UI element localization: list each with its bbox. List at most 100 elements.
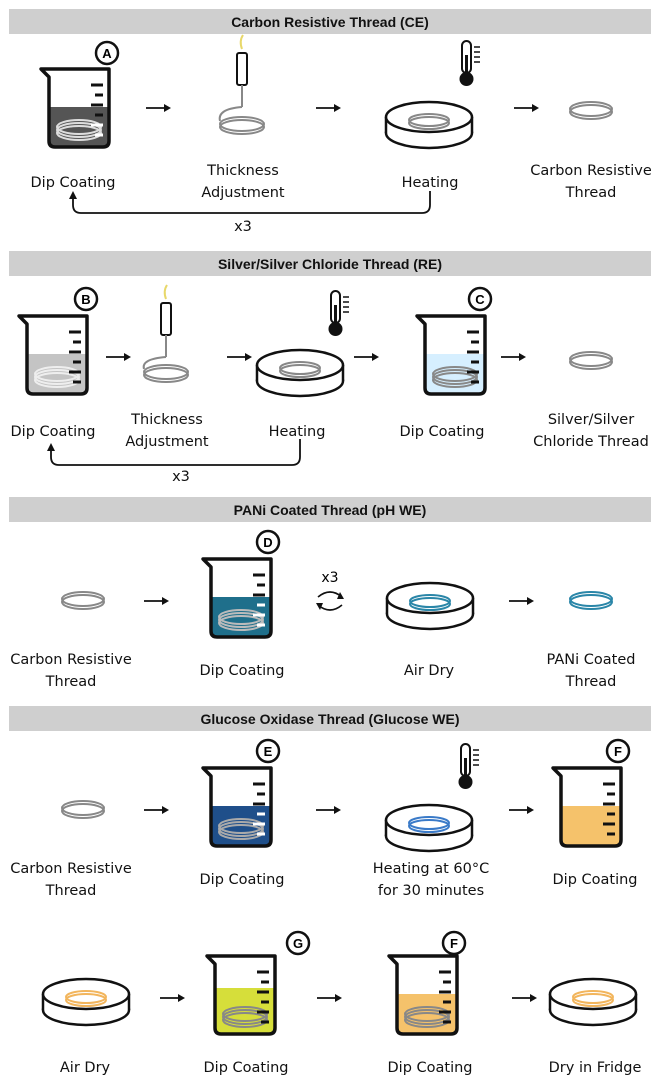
petri-dish-icon — [385, 581, 475, 631]
step-thickness-label-1: Thickness — [131, 412, 203, 428]
badge-g: G — [285, 930, 311, 956]
panel-title: Silver/Silver Chloride Thread (RE) — [9, 251, 651, 276]
step-dry-in-fridge-label: Dry in Fridge — [548, 1060, 642, 1076]
start-label-1: Carbon Resistive — [10, 652, 132, 668]
panel-title: PANi Coated Thread (pH WE) — [9, 497, 651, 522]
arrow-right-icon — [227, 353, 252, 361]
beaker-icon — [201, 766, 273, 848]
arrow-right-icon — [512, 994, 537, 1002]
step-heating-label-1: Heating at 60°C — [372, 861, 490, 877]
step-thickness-label-2: Adjustment — [201, 185, 285, 201]
beaker-icon — [39, 67, 111, 149]
arrow-right-icon — [316, 104, 341, 112]
svg-text:D: D — [263, 535, 272, 550]
arrow-right-icon — [160, 994, 185, 1002]
step-heating-label: Heating — [401, 175, 459, 191]
arrow-right-icon — [146, 104, 171, 112]
repeat-count: x3 — [172, 469, 190, 485]
step-air-dry-label: Air Dry — [403, 663, 455, 679]
step-dip-coating-label-4: Dip Coating — [387, 1060, 473, 1076]
svg-text:B: B — [81, 292, 90, 307]
start-label-1: Carbon Resistive — [10, 861, 132, 877]
beaker-icon — [415, 314, 487, 396]
badge-b: B — [73, 286, 99, 312]
step-air-dry-label: Air Dry — [59, 1060, 111, 1076]
panel-pani-coated-thread: PANi Coated Thread (pH WE) D — [9, 497, 651, 698]
arrow-right-icon — [106, 353, 131, 361]
arrow-right-icon — [509, 597, 534, 605]
repeat-count: x3 — [321, 570, 338, 586]
panel-silver-chloride-thread: Silver/Silver Chloride Thread (RE) B — [9, 251, 651, 488]
thread-coil-icon — [61, 591, 105, 610]
badge-e: E — [255, 738, 281, 764]
badge-d: D — [255, 529, 281, 555]
step-dip-coating-label: Dip Coating — [10, 424, 96, 440]
panel-title: Glucose Oxidase Thread (Glucose WE) — [9, 706, 651, 731]
badge-f: F — [441, 930, 467, 956]
pani-illustration: D x3 — [61, 529, 613, 639]
arrow-right-icon — [509, 806, 534, 814]
repeat-loop-arrow — [47, 439, 301, 466]
start-label-2: Thread — [45, 674, 97, 690]
petri-dish-icon — [41, 977, 131, 1027]
petri-dish-icon — [384, 803, 474, 853]
arrow-right-icon — [514, 104, 539, 112]
result-label-1: Carbon Resistive — [530, 163, 651, 179]
result-label-1: PANi Coated — [546, 652, 636, 668]
thread-coil-icon — [569, 591, 613, 610]
step-dip-coating-label: Dip Coating — [199, 872, 285, 888]
thermometer-icon — [328, 290, 349, 336]
step-dip-coating-label: Dip Coating — [30, 175, 116, 191]
arrow-right-icon — [354, 353, 379, 361]
result-label-2: Thread — [565, 674, 617, 690]
thread-coil-icon — [569, 351, 613, 370]
thread-coil-icon — [61, 800, 105, 819]
step-dip-coating-label-3: Dip Coating — [203, 1060, 289, 1076]
badge-f: F — [605, 738, 631, 764]
repeat-count: x3 — [234, 219, 252, 235]
start-label-2: Thread — [45, 883, 97, 899]
beaker-icon — [17, 314, 89, 396]
ce-illustration: A — [39, 34, 613, 214]
step-thickness-label-1: Thickness — [207, 163, 279, 179]
panel-carbon-resistive-thread: Carbon Resistive Thread (CE) A — [9, 9, 651, 243]
svg-text:F: F — [614, 744, 622, 759]
syringe-icon — [142, 284, 189, 383]
thread-coil-icon — [569, 101, 613, 120]
petri-dish-icon — [384, 100, 474, 150]
thermometer-icon — [458, 743, 479, 789]
re-illustration: B — [17, 284, 613, 466]
thermometer-icon — [459, 40, 480, 86]
arrow-right-icon — [144, 597, 169, 605]
step-thickness-label-2: Adjustment — [125, 434, 209, 450]
svg-text:E: E — [264, 744, 273, 759]
arrow-right-icon — [501, 353, 526, 361]
beaker-icon — [205, 954, 277, 1036]
svg-text:F: F — [450, 936, 458, 951]
beaker-icon — [387, 954, 459, 1036]
result-label-1: Silver/Silver — [547, 412, 635, 428]
arrow-right-icon — [144, 806, 169, 814]
svg-text:A: A — [102, 46, 112, 61]
repeat-loop-arrow — [69, 191, 431, 214]
svg-text:G: G — [293, 936, 303, 951]
panel-title: Carbon Resistive Thread (CE) — [9, 9, 651, 34]
badge-a: A — [94, 40, 120, 66]
beaker-icon — [201, 557, 273, 639]
petri-dish-icon — [548, 977, 638, 1027]
step-dip-coating-label-2: Dip Coating — [399, 424, 485, 440]
glucose-illustration: E — [41, 738, 638, 1036]
result-label-2: Thread — [565, 185, 617, 201]
arrow-right-icon — [317, 994, 342, 1002]
step-dip-coating-label: Dip Coating — [199, 663, 285, 679]
syringe-icon — [218, 34, 265, 135]
petri-dish-icon — [255, 348, 345, 398]
svg-text:C: C — [475, 292, 485, 307]
beaker-icon — [551, 766, 623, 848]
panel-glucose-oxidase-thread: Glucose Oxidase Thread (Glucose WE) E — [9, 706, 651, 1078]
step-heating-label: Heating — [268, 424, 326, 440]
step-heating-label-2: for 30 minutes — [377, 883, 485, 899]
result-label-2: Chloride Thread — [533, 434, 649, 450]
badge-c: C — [467, 286, 493, 312]
arrow-right-icon — [316, 806, 341, 814]
